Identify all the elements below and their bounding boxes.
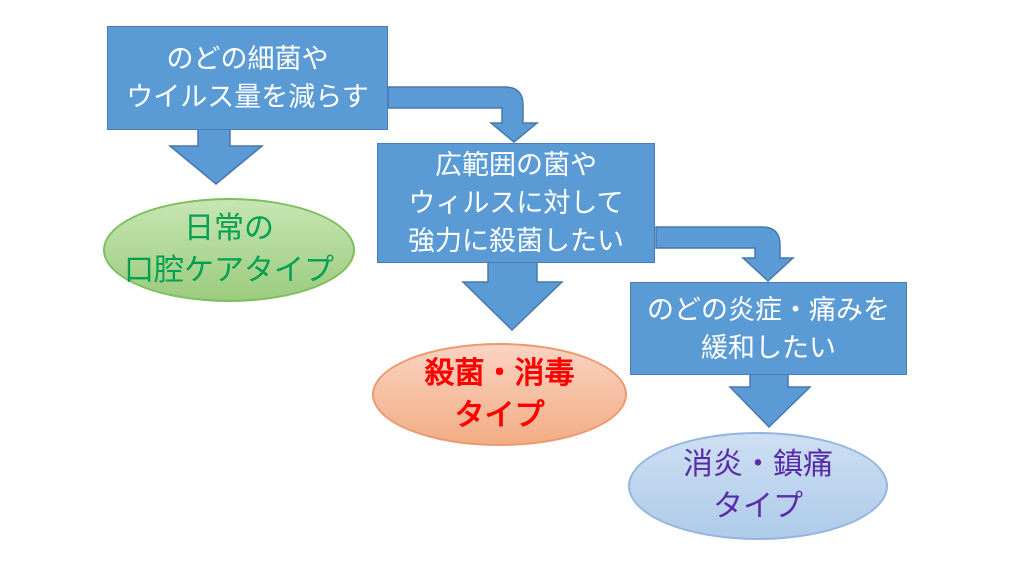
ellipse-text-line: タイプ [713, 490, 803, 523]
elbow-arrow-box2-to-box3 [655, 226, 795, 283]
box-text-line: のどの細菌や [166, 44, 329, 74]
ellipse-text-line: 口腔ケアタイプ [124, 254, 334, 287]
ellipse-text-line: 消炎・鎮痛 [683, 448, 833, 481]
down-arrow-box1-to-green-ellipse [167, 127, 265, 185]
box-text-line: ウイルス量を減らす [126, 82, 369, 112]
flow-box-reduce-throat-germs: のどの細菌や ウイルス量を減らす [107, 26, 388, 130]
down-arrow-box2-to-orange-ellipse [461, 260, 564, 332]
box-text-line: のどの炎症・痛みを [647, 294, 890, 325]
result-ellipse-antiinflammatory-analgesic: 消炎・鎮痛 タイプ [628, 432, 888, 540]
box-text-line: 強力に殺菌したい [408, 226, 624, 256]
result-ellipse-sterilize-disinfect: 殺菌・消毒 タイプ [372, 343, 627, 446]
box-text-line: 緩和したい [701, 332, 836, 363]
result-ellipse-daily-oral-care: 日常の 口腔ケアタイプ [103, 198, 355, 302]
ellipse-text-line: タイプ [454, 398, 545, 432]
ellipse-text-line: 殺菌・消毒 [424, 356, 575, 390]
elbow-arrow-box1-to-box2 [387, 86, 540, 143]
flow-box-strong-sterilization: 広範囲の菌や ウィルスに対して 強力に殺菌したい [377, 143, 655, 263]
box-text-line: 広範囲の菌や [435, 150, 597, 180]
down-arrow-box3-to-blue-ellipse [728, 372, 812, 429]
flow-box-relieve-inflammation-pain: のどの炎症・痛みを 緩和したい [630, 282, 907, 375]
ellipse-text-line: 日常の [184, 212, 274, 245]
box-text-line: ウィルスに対して [408, 188, 624, 218]
